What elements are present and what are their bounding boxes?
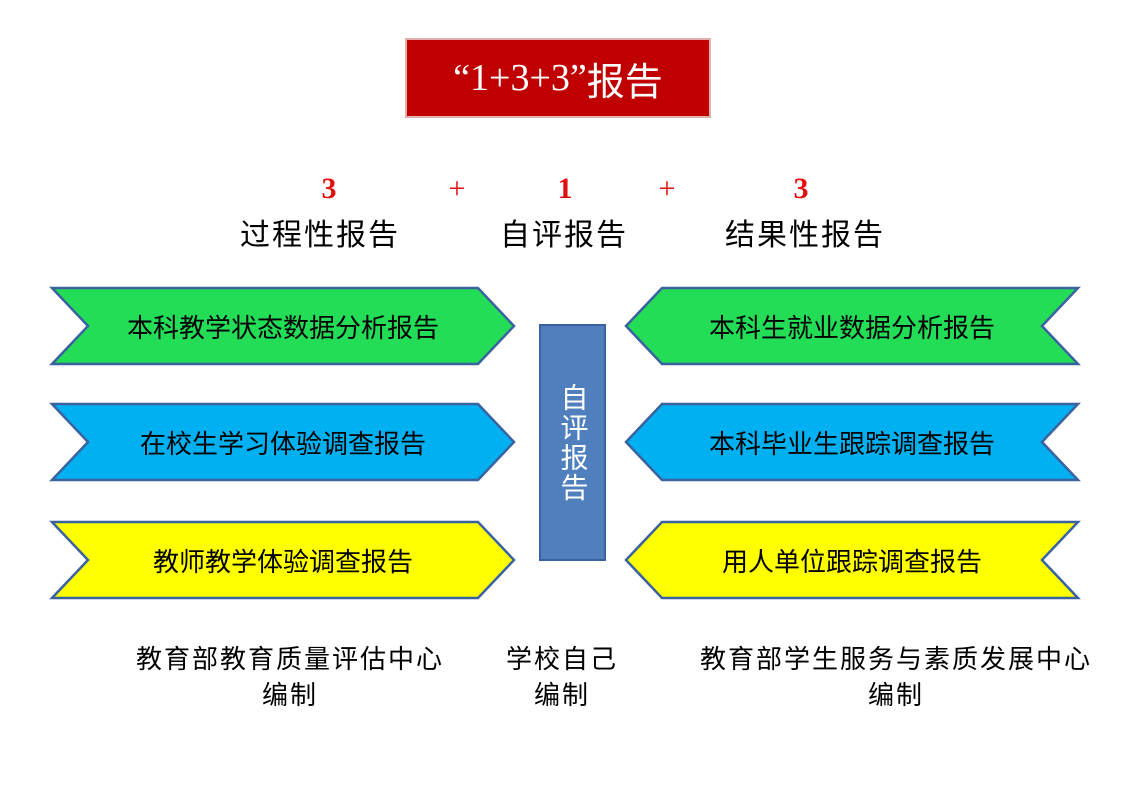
footer-left: 教育部教育质量评估中心 编制 — [100, 642, 480, 714]
self-evaluation-box: 自评报告 — [539, 324, 606, 561]
right-report-shape-1 — [624, 286, 1081, 366]
formula-plus-1: + — [448, 172, 466, 205]
left-report-shape-1 — [49, 286, 516, 366]
right-report-label-1: 本科生就业数据分析报告 — [708, 313, 995, 344]
left-report-label-3: 教师教学体验调查报告 — [152, 547, 413, 578]
right-report-shape-2 — [624, 402, 1081, 482]
title-open-quote: “ — [453, 57, 471, 99]
footer-left-line1: 教育部教育质量评估中心 — [135, 645, 444, 675]
left-report-label-2: 在校生学习体验调查报告 — [139, 429, 426, 460]
heading-process-reports: 过程性报告 — [240, 218, 400, 253]
heading-self-evaluation: 自评报告 — [500, 218, 628, 253]
title-numbers: 1+3+3 — [470, 57, 570, 99]
footer-right-line2: 编制 — [867, 681, 924, 711]
left-report-shape-3 — [49, 520, 516, 600]
self-evaluation-box-label: 自评报告 — [556, 382, 590, 503]
right-report-label-3: 用人单位跟踪调查报告 — [721, 547, 982, 578]
formula-plus-2: + — [658, 172, 676, 205]
left-report-shape-2 — [49, 402, 516, 482]
left-report-label-1: 本科教学状态数据分析报告 — [126, 313, 439, 344]
title-text: 报告 — [586, 59, 663, 104]
heading-result-reports: 结果性报告 — [725, 218, 885, 253]
formula-middle-number: 1 — [557, 172, 573, 205]
footer-center: 学校自己 编制 — [487, 642, 637, 714]
title-banner: “1+3+3”报告 — [405, 38, 711, 118]
title-close-quote: ” — [569, 57, 587, 99]
footer-right: 教育部学生服务与素质发展中心 编制 — [676, 642, 1116, 714]
footer-left-line2: 编制 — [261, 681, 318, 711]
formula-left-number: 3 — [321, 172, 337, 205]
formula-right-number: 3 — [793, 172, 809, 205]
footer-right-line1: 教育部学生服务与素质发展中心 — [699, 645, 1092, 675]
right-report-shape-3 — [624, 520, 1081, 600]
footer-center-line2: 编制 — [533, 681, 590, 711]
footer-center-line1: 学校自己 — [505, 645, 618, 675]
right-report-label-2: 本科毕业生跟踪调查报告 — [708, 429, 995, 460]
